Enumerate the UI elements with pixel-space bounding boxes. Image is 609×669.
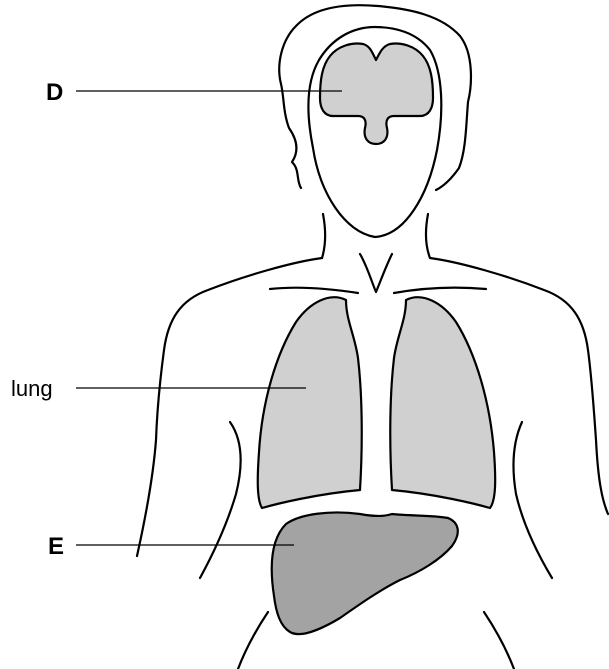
left-lung xyxy=(258,297,362,508)
right-lung xyxy=(390,297,495,508)
neck-right xyxy=(426,214,430,258)
right-collarbone xyxy=(394,288,486,293)
label-e: E xyxy=(48,533,64,560)
left-torso-side xyxy=(200,422,241,578)
left-hip xyxy=(238,612,268,669)
throat-notch xyxy=(360,254,392,292)
brain xyxy=(320,44,433,145)
right-hip xyxy=(484,612,514,669)
label-lung: lung xyxy=(11,376,53,401)
right-torso-side xyxy=(514,422,552,578)
neck-left xyxy=(322,214,325,258)
label-d: D xyxy=(46,79,63,106)
left-collarbone xyxy=(270,288,358,293)
liver xyxy=(272,512,458,634)
